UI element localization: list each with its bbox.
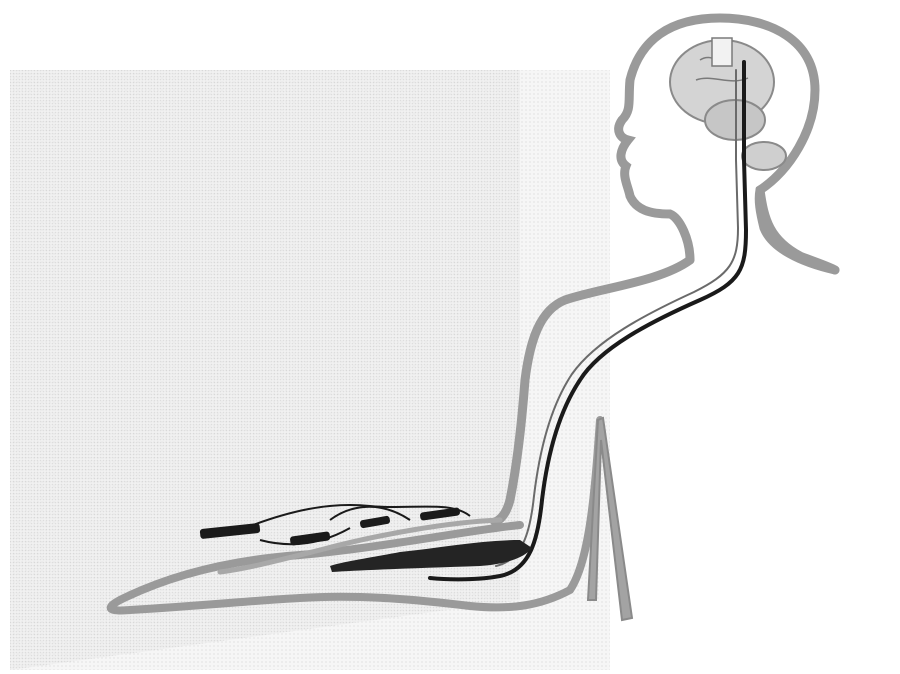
head xyxy=(619,18,835,270)
brain-highlight xyxy=(712,38,732,66)
back-outline xyxy=(760,190,835,270)
cerebellum xyxy=(742,142,786,170)
